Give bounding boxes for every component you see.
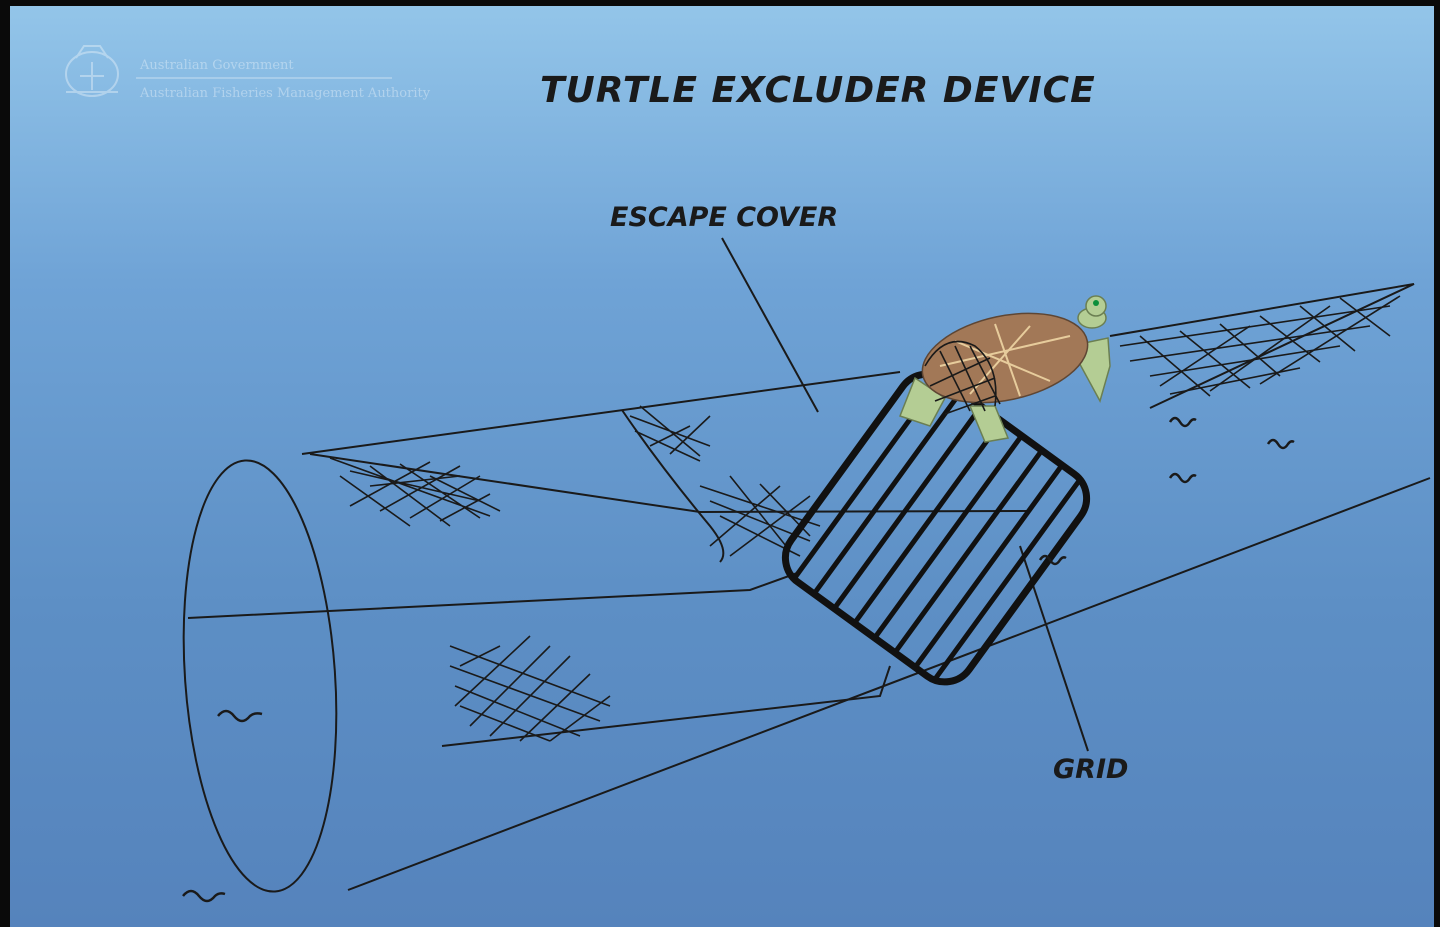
grid-frame	[781, 370, 1091, 686]
prawn-icon	[1266, 438, 1295, 450]
prawn-marks	[182, 416, 1295, 903]
diagram-title: TURTLE EXCLUDER DEVICE	[540, 70, 1096, 111]
trawl-net	[182, 283, 1431, 893]
logo-line-1: Australian Government	[140, 58, 294, 73]
escape-cover-flap	[621, 409, 725, 563]
net-mesh	[329, 295, 1401, 742]
escape-cover-leader	[721, 237, 819, 413]
diagram-scene: Australian Government Australian Fisheri…	[10, 6, 1434, 927]
escape-cover-label: ESCAPE COVER	[610, 202, 839, 233]
codend-line	[1109, 283, 1415, 409]
net-mouth	[182, 459, 338, 893]
net-upper-line	[301, 371, 901, 455]
coat-of-arms-icon	[65, 45, 119, 97]
net-lower-line	[441, 665, 891, 747]
logo-line-2: Australian Fisheries Management Authorit…	[140, 86, 431, 101]
turtle-icon	[899, 295, 1111, 443]
prawn-icon	[217, 709, 263, 723]
prawn-icon	[182, 889, 226, 903]
net-seam-line	[309, 453, 1031, 514]
mesh-patch-mid	[699, 475, 821, 557]
mesh-patch-codend	[1119, 295, 1401, 397]
prawn-icon	[1168, 416, 1197, 428]
grid-bars	[792, 376, 1083, 682]
net-mid-line	[187, 571, 801, 619]
mesh-patch-cover	[629, 405, 711, 462]
mesh-patch-top-left	[329, 457, 501, 527]
diagram-drawing	[65, 45, 1431, 903]
net-bottom-line	[347, 477, 1431, 891]
mesh-patch-lower	[449, 635, 611, 742]
prawn-icon	[1168, 472, 1197, 484]
prawn-icon	[1038, 554, 1067, 566]
grid-leader	[1019, 545, 1089, 752]
grid-label: GRID	[1053, 754, 1129, 785]
